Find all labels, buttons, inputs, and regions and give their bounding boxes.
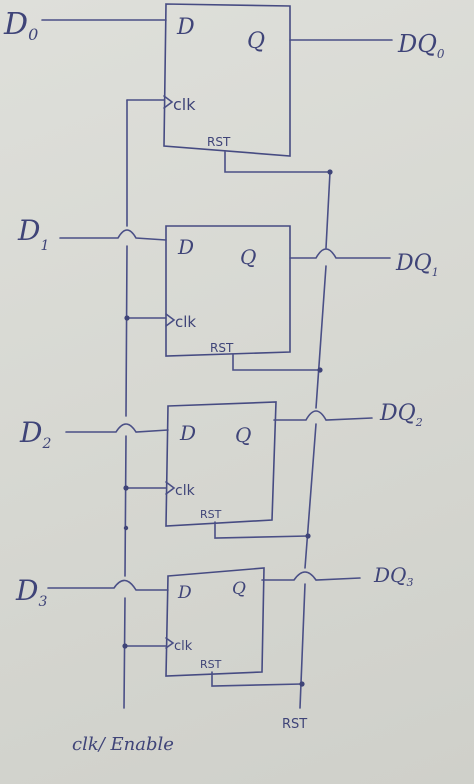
flipflop-3-clk-triangle [165,637,175,649]
flipflop-0-clk-triangle [163,95,174,109]
flipflop-3-q-label: Q [232,579,246,599]
output-label-3: DQ3 [373,563,413,589]
clk-junction-3 [122,643,128,649]
flipflop-2-rst-label: RST [200,508,222,521]
flipflop-0-q-label: Q [247,29,265,54]
rst-link-3 [211,671,303,687]
input-label-0: D0 [3,7,38,44]
input-labels: D0 D1 D2 D3 [3,7,51,610]
rst-bus-vertical [299,171,331,709]
flipflop-1-rst-label: RST [210,341,234,355]
output-label-0: DQ0 [397,30,445,61]
flipflop-0-clk-label: clk [173,95,196,114]
clk-bus [122,99,167,709]
rst-junction-0 [327,169,333,175]
flipflop-1-d-label: D [177,235,194,259]
flipflop-1-clk-triangle [165,313,176,327]
flipflop-0: D Q clk RST [163,3,291,157]
input-label-1: D1 [17,214,49,254]
clk-junction-2 [123,485,129,491]
flipflop-0-box [163,3,291,157]
flipflop-3-d-label: D [177,583,192,603]
output-wire-3 [261,571,361,581]
flipflop-3: D Q clk RST [165,567,265,677]
output-wire-1 [289,248,391,259]
clk-junction-4 [123,525,129,531]
output-wires [261,39,393,581]
rst-link-0 [224,151,331,173]
flipflop-1-q-label: Q [240,245,256,269]
rst-bus [211,151,333,709]
output-label-1: DQ1 [395,251,439,279]
flipflop-3-rst-label: RST [200,658,222,671]
rst-junction-1 [317,367,323,373]
rst-junction-2 [305,533,311,539]
flipflop-1-box [165,225,291,357]
flipflop-1: D Q clk RST [165,225,291,357]
input-label-2: D2 [19,416,51,452]
flipflop-2-clk-label: clk [175,483,196,499]
input-wire-2 [65,423,169,433]
input-wire-3 [47,579,169,591]
rst-link-2 [214,521,309,539]
output-labels: DQ0 DQ1 DQ2 DQ3 [373,30,445,589]
clk-bus-vertical [123,99,128,709]
flipflop-2: D Q clk RST [165,401,277,527]
flipflop-0-rst-label: RST [207,135,231,149]
output-wire-2 [273,410,373,421]
flipflop-3-box [165,567,265,677]
input-wire-1 [59,229,167,241]
flipflop-2-box [165,401,277,527]
rst-link-1 [232,353,321,371]
rst-junction-3 [299,681,305,687]
flipflop-1-clk-label: clk [175,313,196,331]
flipflop-2-d-label: D [179,421,196,445]
output-label-2: DQ2 [379,401,423,429]
flipflop-3-clk-label: clk [174,639,193,654]
flipflop-2-q-label: Q [235,423,251,447]
input-wires [41,19,169,591]
clk-enable-label: clk/ Enable [72,734,174,755]
rst-bus-label: RST [282,717,307,732]
flipflop-2-clk-triangle [165,481,176,495]
clk-junction-1 [124,315,130,321]
input-label-3: D3 [15,574,47,610]
flipflop-0-d-label: D [176,15,195,40]
